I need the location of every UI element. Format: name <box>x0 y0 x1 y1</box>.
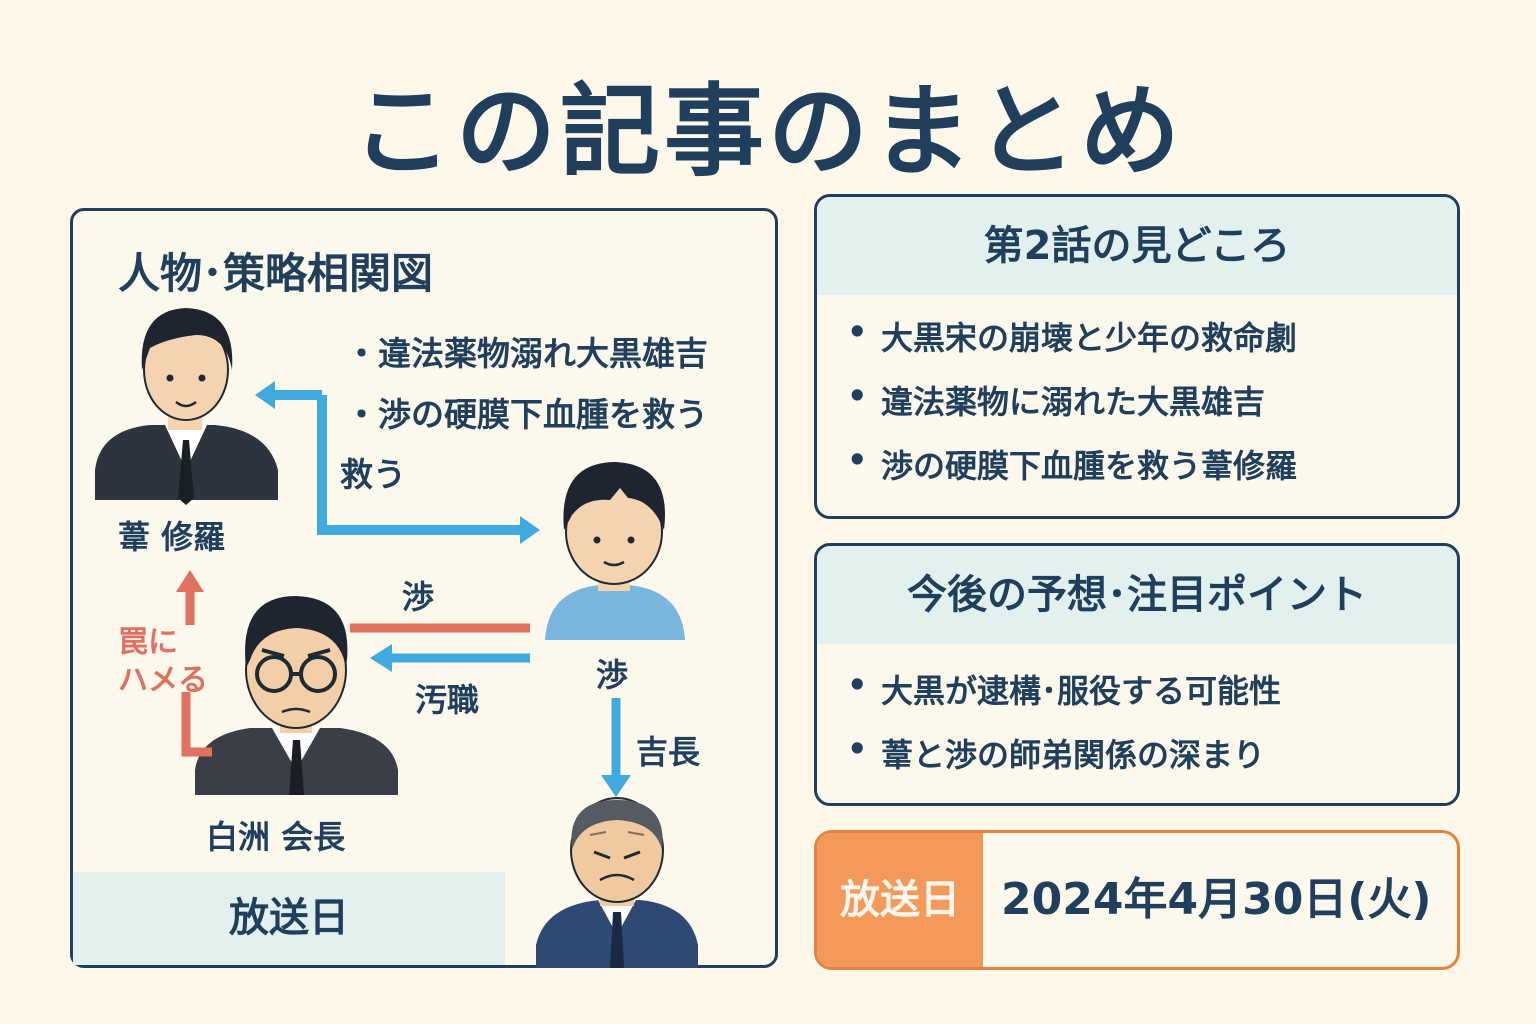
predictions-title: 今後の予想･注目ポイント <box>817 546 1457 644</box>
person-suit-avatar <box>95 308 278 505</box>
diagram-title: 人物･策略相関図 <box>118 249 434 298</box>
predictions-list: 大黒が逮構･服役する可能性 葦と渉の師弟関係の深まり <box>817 644 1457 794</box>
broadcast-date-card: 放送日 2024年4月30日(火) <box>814 830 1460 970</box>
strategy-line-1: ・違法薬物溺れ大黒雄吉 <box>345 334 708 373</box>
broadcast-label: 放送日 <box>817 833 983 967</box>
arrow-label-boss: 吉長 <box>636 733 701 771</box>
red-trap-arrow <box>176 570 212 757</box>
list-item: 渉の硬膜下血腫を救う葦修羅 <box>847 441 1457 505</box>
list-item: 大黒が逮構･服役する可能性 <box>847 666 1457 730</box>
person-name-center: 渉 <box>596 656 629 694</box>
blue-boss-arrow <box>601 698 631 797</box>
strategy-line-3: 救う <box>340 455 406 494</box>
person-name-bottom-left: 白洲 会長 <box>206 818 346 856</box>
blue-corruption-arrow <box>370 644 530 672</box>
person-glasses-avatar <box>195 596 398 795</box>
arrow-label-corruption: 汚職 <box>415 681 480 719</box>
list-item: 大黒宋の崩壊と少年の救命劇 <box>847 313 1457 377</box>
person-boy-avatar <box>545 462 685 640</box>
person-name-top-left: 葦 修羅 <box>118 518 226 556</box>
diagram-broadcast-label: 放送日 <box>73 872 505 965</box>
arrow-label-trap: 罠に ハメる <box>118 625 208 698</box>
predictions-card: 今後の予想･注目ポイント 大黒が逮構･服役する可能性 葦と渉の師弟関係の深まり <box>814 543 1460 806</box>
blue-connector-arrow <box>255 381 540 544</box>
broadcast-date: 2024年4月30日(火) <box>1001 874 1432 925</box>
arrow-label-wataru: 渉 <box>402 578 435 616</box>
list-item: 葦と渉の師弟関係の深まり <box>847 730 1457 794</box>
highlights-title: 第2話の見どころ <box>817 197 1457 295</box>
highlights-card: 第2話の見どころ 大黒宋の崩壊と少年の救命劇 違法薬物に溺れた大黒雄吉 渉の硬膜… <box>814 194 1460 519</box>
person-elder-avatar <box>536 797 698 968</box>
list-item: 違法薬物に溺れた大黒雄吉 <box>847 377 1457 441</box>
page-title: この記事のまとめ <box>352 73 1184 190</box>
strategy-line-2: ・渉の硬膜下血腫を救う <box>345 395 708 434</box>
highlights-list: 大黒宋の崩壊と少年の救命劇 違法薬物に溺れた大黒雄吉 渉の硬膜下血腫を救う葦修羅 <box>817 295 1457 505</box>
